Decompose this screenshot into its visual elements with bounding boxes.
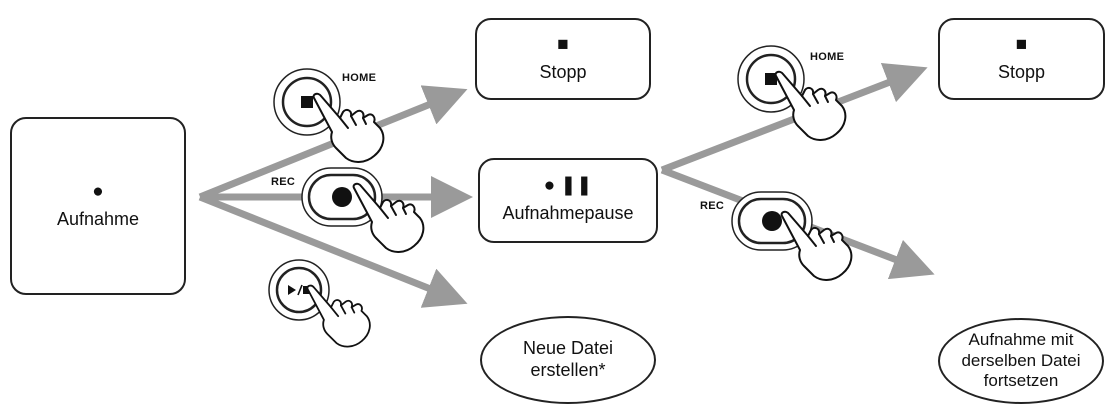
stop-square-icon [301,96,313,108]
home-button-label-2: HOME [810,51,845,63]
stop-square-icon: ■ [557,33,569,55]
pointing-hand-icon-5 [780,210,853,281]
state-stop-2-label: Stopp [997,61,1046,82]
pointing-hand-icon-3 [306,284,371,348]
stop-square-icon [765,73,777,85]
continue-label-line2: derselben Datei [961,350,1081,370]
record-pause-icon: ● ❚❚ [543,175,593,197]
state-stop: ■ Stopp [475,18,651,100]
record-dot-icon [332,187,352,207]
home-button-label: HOME [342,72,377,84]
play-icon [288,285,296,295]
arrow-to-stop [198,85,468,201]
record-dot-icon [762,211,782,231]
arrow-to-stop-2 [660,62,928,174]
home-button[interactable] [272,67,342,137]
record-dot-icon: ● [92,180,104,202]
state-pause-label: Aufnahmepause [502,203,634,224]
stop-square-icon: ■ [1015,33,1028,55]
play-stop-button[interactable] [267,258,331,322]
pointing-hand-icon-4 [774,70,847,141]
state-recording: ● Aufnahme [10,117,186,295]
continue-label-line3: fortsetzen [983,371,1059,391]
state-stop-2: ■ Stopp [938,18,1105,100]
state-new-file: Neue Datei erstellen* [480,316,656,404]
new-file-label-line1: Neue Datei [522,338,614,359]
state-continue-recording: Aufnahme mit derselben Datei fortsetzen [938,318,1104,404]
rec-button-label-2: REC [700,200,725,212]
pointing-hand-icon-2 [352,182,425,253]
state-pause: ● ❚❚ Aufnahmepause [478,158,658,243]
new-file-label-line2: erstellen* [530,360,606,380]
arrow-to-newfile [198,193,468,308]
stop-square-icon [303,286,311,294]
pointing-hand-icon [312,92,385,163]
state-stop-label: Stopp [539,61,587,82]
state-recording-label: Aufnahme [56,208,140,229]
continue-label-line1: Aufnahme mit [968,330,1074,350]
rec-button-label: REC [271,176,296,188]
